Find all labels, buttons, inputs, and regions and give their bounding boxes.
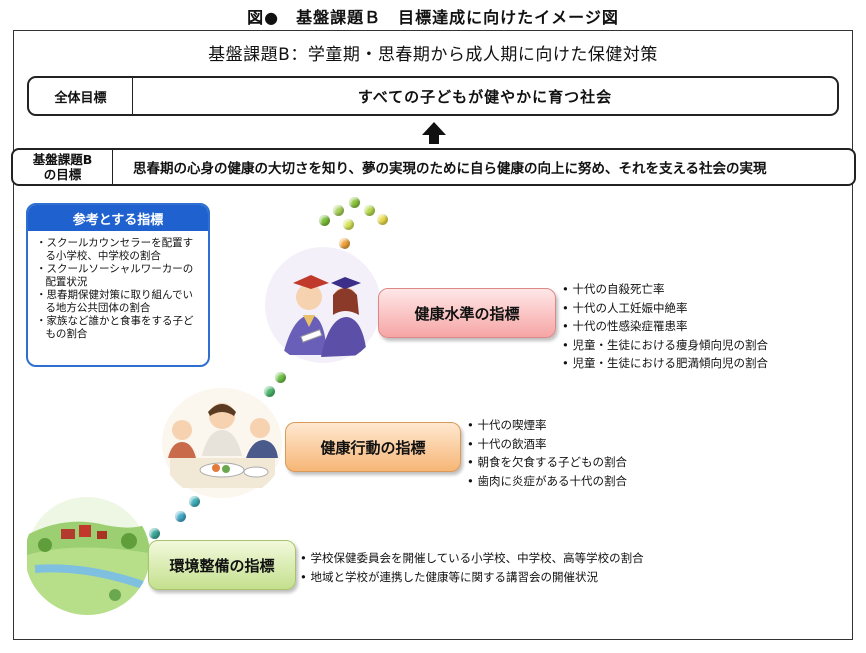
reference-indicators-box: 参考とする指標 ・スクールカウンセラーを配置する小学校、中学校の割合 ・スクール…: [26, 203, 210, 367]
health-behavior-item: 歯肉に炎症がある十代の割合: [467, 472, 627, 491]
up-arrow-icon: [422, 122, 446, 144]
health-level-item: 児童・生徒における肥満傾向児の割合: [562, 354, 768, 373]
reference-item: ・思春期保健対策に取り組んでいる地方公共団体の割合: [36, 289, 193, 314]
diagram-subtitle: 基盤課題B：学童期・思春期から成人期に向けた保健対策: [208, 45, 658, 65]
health-level-item: 十代の人工妊娠中絶率: [562, 299, 768, 318]
ball-icon: [349, 197, 360, 208]
reference-item: ・家族など誰かと食事をする子どもの割合: [36, 315, 194, 340]
environment-list: 学校保健委員会を開催している小学校、中学校、高等学校の割合 地域と学校が連携した…: [300, 549, 644, 587]
b-goal-box: 基盤課題B の目標 思春期の心身の健康の大切さを知り、夢の実現のために自ら健康の…: [11, 148, 856, 186]
environment-item: 地域と学校が連携した健康等に関する講習会の開催状況: [300, 568, 644, 587]
ball-icon: [339, 238, 350, 249]
ball-icon: [149, 528, 160, 539]
reference-list: ・スクールカウンセラーを配置する小学校、中学校の割合 ・スクールソーシャルワーカ…: [28, 231, 208, 341]
ball-icon: [319, 215, 330, 226]
health-behavior-indicator: 健康行動の指標: [285, 422, 461, 472]
diagram-frame: [13, 30, 853, 640]
ball-icon: [264, 386, 275, 397]
health-behavior-item: 朝食を欠食する子どもの割合: [467, 453, 627, 472]
health-level-item: 十代の自殺死亡率: [562, 280, 768, 299]
graduates-illustration: [263, 245, 383, 365]
health-level-item: 十代の性感染症罹患率: [562, 317, 768, 336]
overall-goal-tag: 全体目標: [29, 78, 133, 114]
b-goal-tag-line1: 基盤課題B: [32, 152, 93, 167]
b-goal-tag: 基盤課題B の目標: [13, 150, 113, 184]
ball-icon: [364, 205, 375, 216]
reference-item: ・スクールソーシャルワーカーの配置状況: [36, 263, 194, 288]
ball-icon: [377, 214, 388, 225]
reference-header: 参考とする指標: [28, 205, 208, 231]
ball-icon: [175, 511, 186, 522]
health-behavior-list: 十代の喫煙率 十代の飲酒率 朝食を欠食する子どもの割合 歯肉に炎症がある十代の割…: [467, 416, 627, 490]
health-level-indicator: 健康水準の指標: [378, 288, 556, 338]
figure-title: 図● 基盤課題Ｂ 目標達成に向けたイメージ図: [247, 8, 619, 27]
health-behavior-item: 十代の飲酒率: [467, 435, 627, 454]
ball-icon: [275, 372, 286, 383]
health-level-list: 十代の自殺死亡率 十代の人工妊娠中絶率 十代の性感染症罹患率 児童・生徒における…: [562, 280, 768, 373]
ball-icon: [333, 205, 344, 216]
ball-icon: [189, 496, 200, 507]
dining-illustration: [160, 386, 285, 501]
health-level-item: 児童・生徒における痩身傾向児の割合: [562, 336, 768, 355]
environment-item: 学校保健委員会を開催している小学校、中学校、高等学校の割合: [300, 549, 643, 568]
ball-icon: [343, 219, 354, 230]
reference-item: ・スクールカウンセラーを配置する小学校、中学校の割合: [36, 237, 194, 262]
landscape-illustration: [25, 495, 150, 615]
overall-goal-text: すべての子どもが健やかに育つ社会: [357, 87, 613, 106]
b-goal-text: 思春期の心身の健康の大切さを知り、夢の実現のために自ら健康の向上に努め、それを支…: [133, 161, 767, 177]
overall-goal-box: 全体目標 すべての子どもが健やかに育つ社会: [27, 76, 839, 116]
b-goal-tag-line2: の目標: [43, 167, 82, 182]
health-behavior-item: 十代の喫煙率: [467, 416, 627, 435]
environment-indicator: 環境整備の指標: [148, 540, 296, 590]
